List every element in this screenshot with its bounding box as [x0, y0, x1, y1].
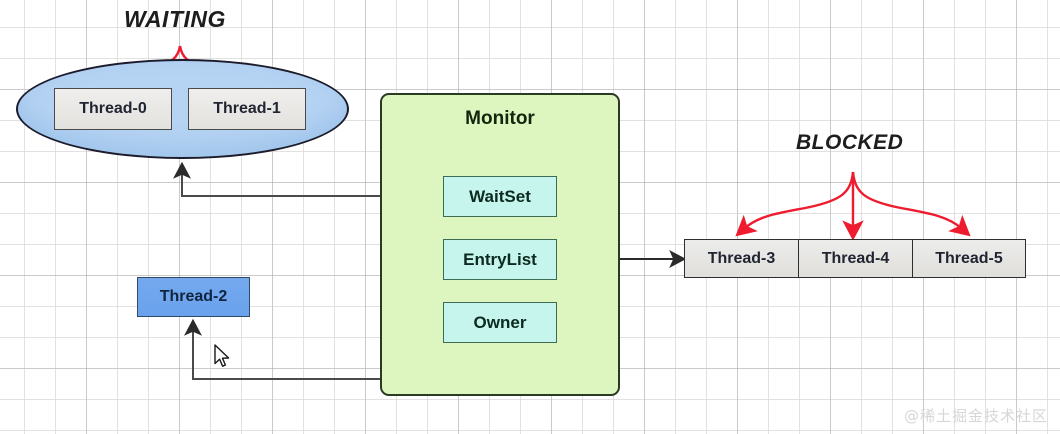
thread-box-thread-0[interactable]: Thread-0	[54, 88, 172, 130]
monitor-entrylist-box[interactable]: EntryList	[443, 239, 557, 280]
thread-box-thread-1[interactable]: Thread-1	[188, 88, 306, 130]
thread-box-thread-4[interactable]: Thread-4	[798, 239, 912, 278]
thread-box-thread-3[interactable]: Thread-3	[684, 239, 798, 278]
thread-box-thread-5[interactable]: Thread-5	[912, 239, 1026, 278]
blocked-thread-list: Thread-3 Thread-4 Thread-5	[684, 239, 1026, 278]
watermark-text: @稀土掘金技术社区	[903, 407, 1048, 425]
monitor-waitset-box[interactable]: WaitSet	[443, 176, 557, 217]
mouse-cursor	[214, 344, 230, 367]
thread-box-thread-2[interactable]: Thread-2	[137, 277, 250, 317]
waitset-to-waiting-connector	[173, 161, 443, 197]
waiting-state-label: WAITING	[124, 6, 226, 32]
blocked-state-label: BLOCKED	[796, 131, 904, 154]
monitor-owner-box[interactable]: Owner	[443, 302, 557, 343]
monitor-title: Monitor	[465, 108, 535, 129]
blocked-fork-arrows	[735, 171, 971, 241]
